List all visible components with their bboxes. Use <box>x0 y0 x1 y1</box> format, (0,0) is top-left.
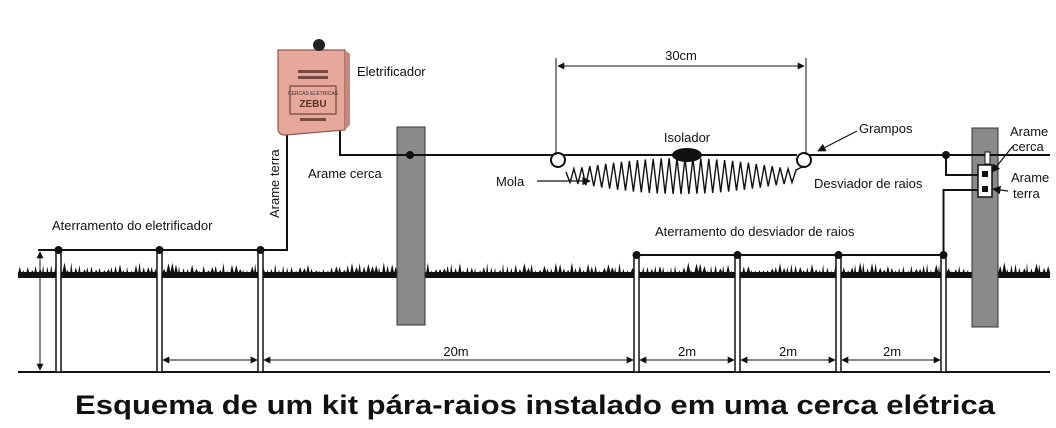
label-arame-terra-vertical: Arame terra <box>267 149 282 218</box>
diverter-body <box>977 164 993 198</box>
grass <box>18 262 1051 274</box>
device-line: CERCAS ELÉTRICAS <box>288 90 339 97</box>
dimension-30cm <box>555 58 807 155</box>
label-20m: 20m <box>443 344 468 359</box>
spring <box>565 157 805 195</box>
diverter-earth-wire <box>942 189 978 255</box>
ground-rod <box>835 254 842 373</box>
insulator-assembly <box>550 148 812 195</box>
electrifier-ground-rods <box>38 246 265 373</box>
diagram-title: Esquema de um kit pára-raios instalado e… <box>75 390 996 420</box>
ground-rod <box>55 249 62 373</box>
label-2m-b: 2m <box>779 344 797 359</box>
diverter-terminal <box>982 186 988 192</box>
label-2m-a: 2m <box>678 344 696 359</box>
label-desviador: Desviador de raios <box>814 176 923 191</box>
fence-post-left <box>396 126 426 326</box>
knob <box>313 39 325 51</box>
ground-node <box>54 246 63 254</box>
wire-post-node <box>406 151 414 159</box>
ground-node <box>632 251 641 259</box>
label-arame-cerca-left: Arame cerca <box>308 166 382 181</box>
diverter-fence-link <box>945 155 978 176</box>
label-arame-cerca-right-1: Arame <box>1010 124 1048 139</box>
label-isolador: Isolador <box>664 130 711 145</box>
ground-node <box>733 251 742 259</box>
insulator <box>672 148 702 162</box>
ground-strip <box>18 272 1050 278</box>
ground-rod <box>734 254 741 373</box>
label-30cm: 30cm <box>665 48 697 63</box>
arame-cerca-pointer <box>991 145 1014 173</box>
label-eletrificador: Eletrificador <box>357 64 426 79</box>
diverter-ground-rods <box>632 189 978 373</box>
fence-wire-left <box>339 122 555 156</box>
ground-rod <box>940 254 947 373</box>
ground-node <box>155 246 164 254</box>
diverter-top-pin <box>984 151 991 165</box>
label-mola: Mola <box>496 174 525 189</box>
ground-node <box>834 251 843 259</box>
label-aterramento-eletrificador: Aterramento do eletrificador <box>52 218 213 233</box>
label-2m-c: 2m <box>883 344 901 359</box>
clamp-left <box>550 152 566 168</box>
ground-rod <box>633 254 640 373</box>
diverter-terminal <box>982 171 988 177</box>
device-brand: ZEBU <box>299 99 326 110</box>
ground <box>18 262 1051 278</box>
clamp-right <box>796 152 812 168</box>
label-arame-terra-right-1: Arame <box>1011 170 1049 185</box>
grampos-pointer <box>817 130 858 152</box>
ground-rod <box>156 249 163 373</box>
lightning-diverter <box>977 151 993 198</box>
label-arame-cerca-right-2: cerca <box>1012 139 1045 154</box>
label-aterramento-desviador: Aterramento do desviador de raios <box>655 224 855 239</box>
ground-node <box>256 246 265 254</box>
label-grampos: Grampos <box>859 121 913 136</box>
ground-rod <box>257 249 264 373</box>
earth-wire <box>262 132 288 251</box>
label-arame-terra-right-2: terra <box>1013 186 1041 201</box>
electrifier-device: CERCAS ELÉTRICAS ZEBU <box>277 39 350 136</box>
arame-terra-pointer <box>992 185 1009 195</box>
